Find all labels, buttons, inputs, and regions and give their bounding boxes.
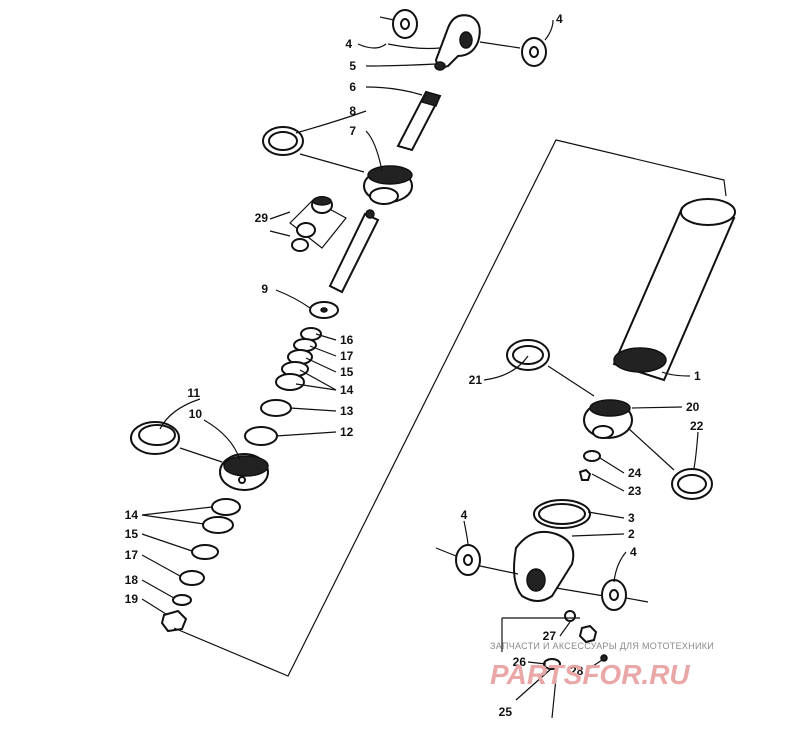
label-15-upper: 15: [340, 365, 354, 379]
label-4-bottom-right: 4: [630, 545, 637, 559]
label-14-upper: 14: [340, 383, 354, 397]
label-20: 20: [686, 400, 700, 414]
shock-body-tube: [612, 198, 736, 382]
top-ring: [262, 126, 304, 156]
top-right-washer: [521, 37, 547, 67]
lower-eye-mount: [513, 530, 575, 602]
label-19: 19: [125, 592, 139, 606]
label-28: 28: [570, 664, 584, 678]
label-27: 27: [543, 629, 557, 643]
piston: [219, 453, 269, 491]
shim-stack-upper: [244, 301, 339, 446]
label-1: 1: [694, 369, 701, 383]
label-26: 26: [513, 655, 527, 669]
label-7: 7: [349, 124, 356, 138]
end-cap-20: [583, 399, 633, 439]
bottom-right-washer: [601, 579, 627, 611]
watermark-logo: PARTSFOR.RU: [490, 659, 690, 690]
label-5: 5: [349, 59, 356, 73]
label-22: 22: [690, 419, 704, 433]
label-6: 6: [349, 80, 356, 94]
label-4-top-right: 4: [556, 12, 563, 26]
label-21: 21: [469, 373, 483, 387]
shim-stack-lower: [172, 498, 241, 606]
part-labels: 4 4 5 6 8 7 29 9 16 17 15 14 13 12 11 10…: [125, 12, 704, 719]
ring-22: [671, 468, 713, 500]
label-10: 10: [189, 407, 203, 421]
ring-21: [506, 339, 550, 371]
label-15-lower: 15: [125, 527, 139, 541]
piston-ring: [130, 421, 180, 455]
label-18: 18: [125, 573, 139, 587]
label-9: 9: [261, 282, 268, 296]
label-11: 11: [187, 386, 200, 400]
label-25: 25: [499, 705, 513, 719]
label-14-lower: 14: [125, 508, 139, 522]
o-ring-3: [533, 499, 591, 529]
label-24: 24: [628, 466, 642, 480]
label-13: 13: [340, 404, 354, 418]
leader-lines: [141, 43, 699, 719]
label-4-bottom-left: 4: [461, 508, 468, 522]
upper-eye-mount: [434, 14, 481, 69]
label-29: 29: [255, 211, 269, 225]
watermark: ЗАПЧАСТИ И АКСЕССУАРЫ ДЛЯ МОТОТЕХНИКИ PA…: [490, 641, 714, 690]
label-16: 16: [340, 333, 354, 347]
label-4-top-left: 4: [345, 37, 352, 51]
top-left-washer: [392, 9, 418, 39]
piston-rod: [328, 209, 380, 294]
valve-group: [289, 196, 347, 252]
label-17-upper: 17: [340, 349, 354, 363]
watermark-caption: ЗАПЧАСТИ И АКСЕССУАРЫ ДЛЯ МОТОТЕХНИКИ: [490, 641, 714, 651]
rod-sleeve: [396, 90, 442, 152]
label-2: 2: [628, 527, 635, 541]
label-8: 8: [349, 104, 356, 118]
top-cap: [363, 165, 413, 205]
label-23: 23: [628, 484, 642, 498]
bottom-left-washer: [455, 544, 481, 576]
label-12: 12: [340, 425, 354, 439]
label-17-lower: 17: [125, 548, 139, 562]
label-3: 3: [628, 511, 635, 525]
rod-nut: [160, 609, 188, 633]
